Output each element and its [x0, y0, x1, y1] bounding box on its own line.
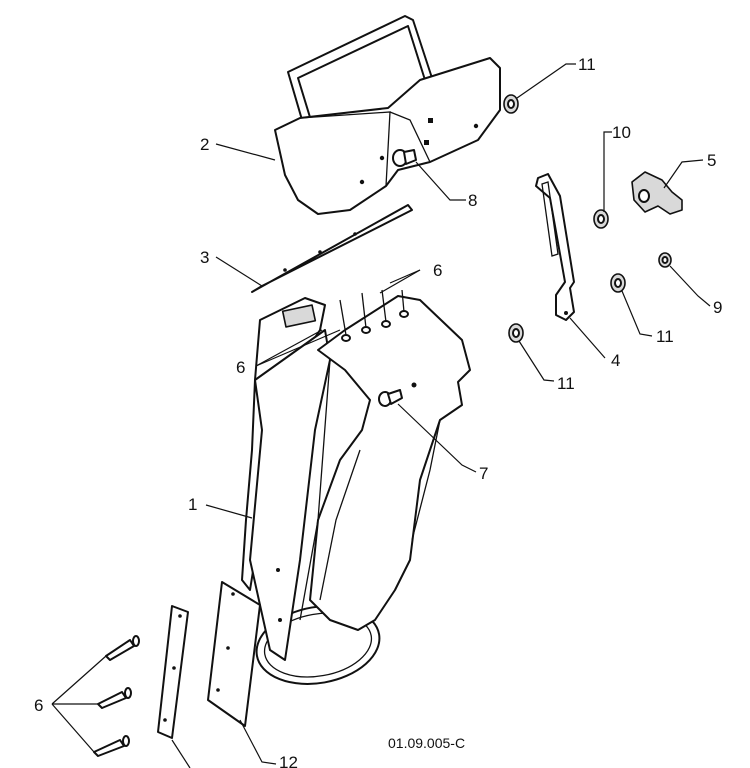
leader-lines: [51, 63, 711, 768]
callout-12: 12: [279, 753, 298, 768]
part-8-stud: [392, 149, 417, 167]
callout-10: 10: [612, 123, 631, 142]
callout-6-lower: 6: [34, 696, 43, 715]
callout-9: 9: [713, 298, 722, 317]
callout-1: 1: [188, 495, 197, 514]
drawing-code: 01.09.005-C: [388, 735, 465, 751]
callout-11-bottom: 11: [557, 374, 575, 393]
part-2-deflector: [274, 15, 501, 215]
part-9-nut: [658, 252, 672, 268]
part-1-chute-body: [241, 295, 471, 685]
callout-6-middle: 6: [236, 358, 245, 377]
washers: [503, 94, 626, 343]
callout-11-top: 11: [578, 55, 596, 74]
part-7-stud: [378, 389, 403, 407]
part-3-strip: [251, 204, 413, 293]
callout-3: 3: [200, 248, 209, 267]
part-6-rivets-lower: [93, 635, 140, 757]
callout-6-upper: 6: [433, 261, 442, 280]
callout-8: 8: [468, 191, 477, 210]
part-6-rivets-upper: [339, 289, 409, 342]
callout-7: 7: [479, 464, 488, 483]
callout-5: 5: [707, 151, 716, 170]
part-12-plates: [157, 581, 261, 739]
callout-4: 4: [611, 351, 620, 370]
callout-11-right: 11: [656, 327, 674, 346]
callout-2: 2: [200, 135, 209, 154]
part-4-bracket: [535, 173, 575, 321]
callout-labels: 1 2 3 4 5 6 6 6 7 8 9 10 11 11 11 12 01.…: [34, 55, 722, 768]
part-5-knob: [631, 171, 683, 215]
